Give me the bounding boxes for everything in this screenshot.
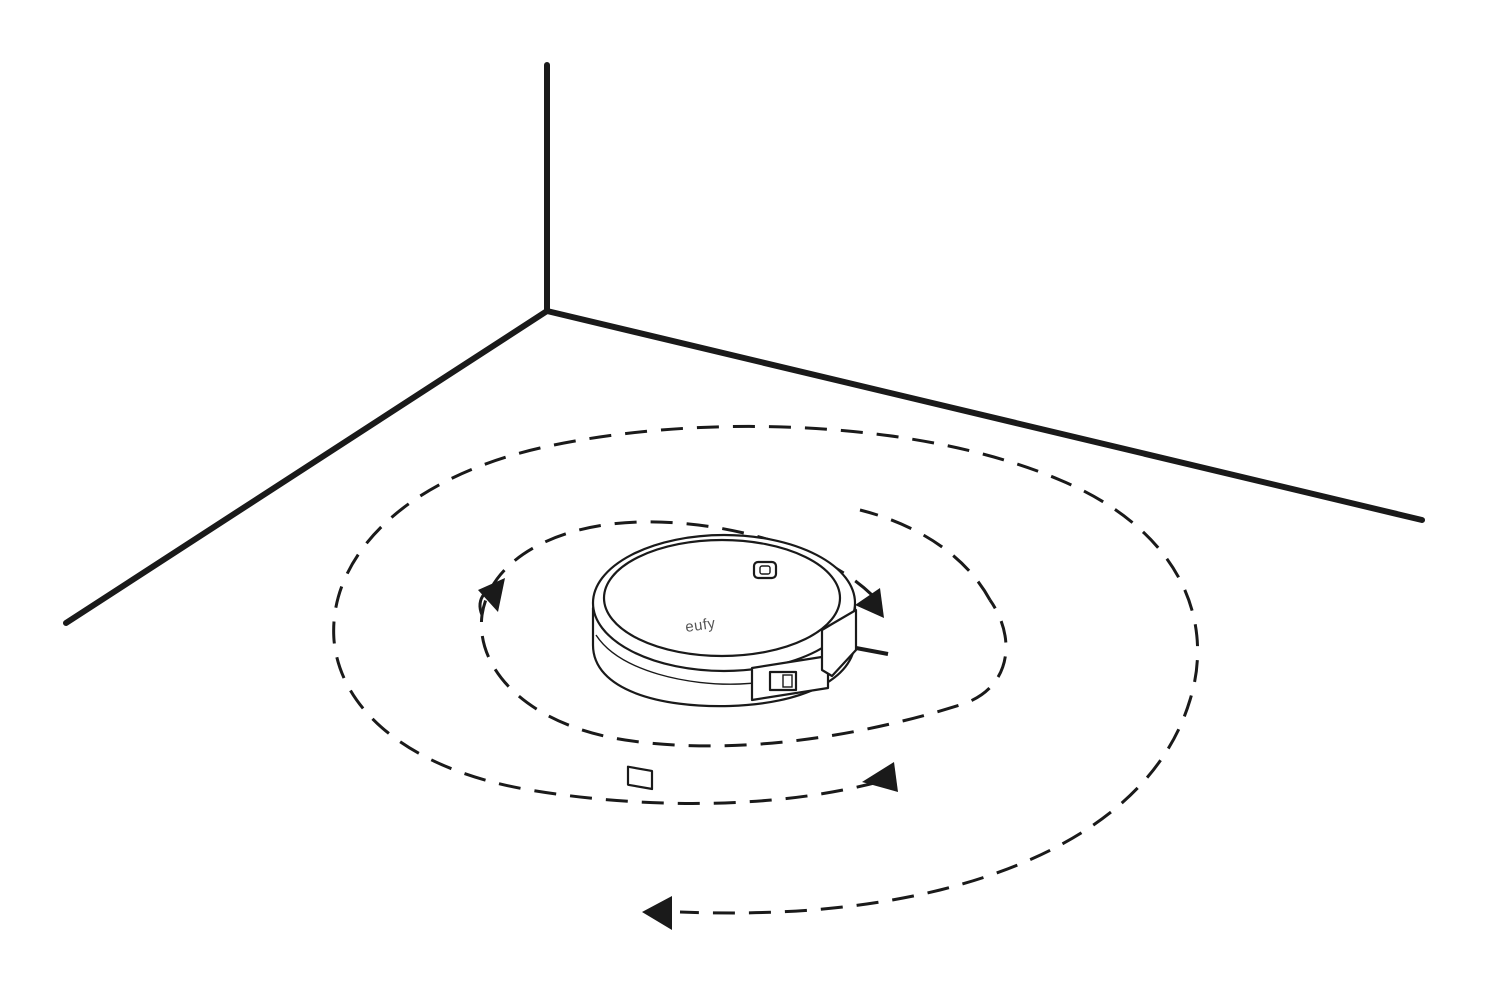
wall-right-floor-edge <box>544 308 1425 523</box>
robot-vacuum: eufy <box>591 533 889 791</box>
triangle-arrowhead-icon <box>642 896 672 930</box>
power-switch-toggle <box>782 674 793 688</box>
spiral-path-inner <box>479 520 1008 748</box>
robot-side-port <box>626 765 654 791</box>
power-button-icon[interactable] <box>752 560 778 580</box>
wall-left-floor-edge <box>63 308 550 626</box>
spiral-path-inner-left <box>478 590 488 616</box>
spiral-path-middle <box>859 508 992 601</box>
triangle-arrowhead-icon <box>478 578 505 612</box>
side-brush <box>855 646 889 656</box>
spiral-path <box>332 424 1200 915</box>
robot-top-inner <box>602 538 842 658</box>
triangle-arrowhead-icon <box>855 588 884 618</box>
spiral-path-outer-top <box>332 424 1200 915</box>
room-corner <box>63 62 1425 626</box>
robot-brand-logo: eufy <box>684 615 716 636</box>
triangle-arrowhead-icon <box>862 762 898 792</box>
direction-arrows <box>478 578 898 930</box>
